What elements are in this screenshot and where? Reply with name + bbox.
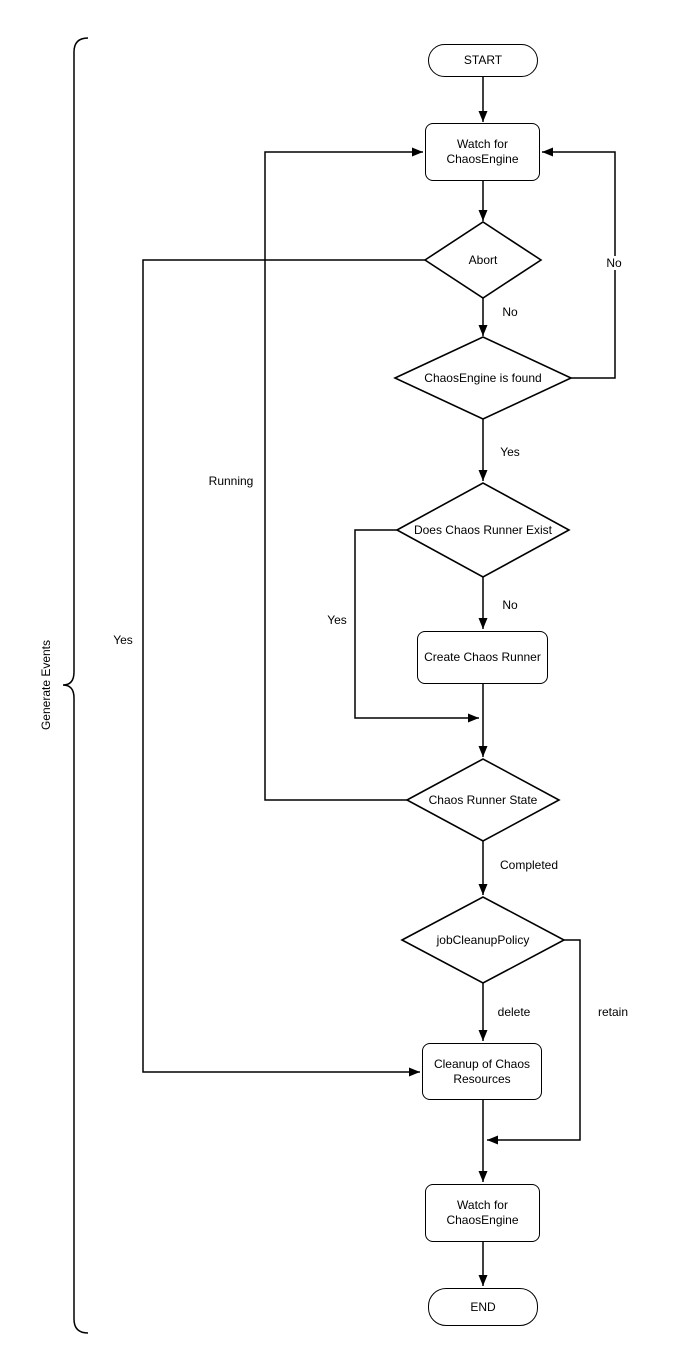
node-watch-bottom-label: Watch for ChaosEngine	[446, 1198, 519, 1227]
node-start-label: START	[463, 53, 503, 67]
node-create-chaos-runner: Create Chaos Runner	[417, 631, 548, 684]
generate-events-label: Generate Events	[39, 639, 53, 731]
node-end: END	[428, 1288, 538, 1326]
node-cleanup-of-chaos-resources: Cleanup of Chaos Resources	[422, 1043, 542, 1100]
edge-label-delete: delete	[495, 1005, 533, 1019]
edge-label-retain: retain	[595, 1005, 631, 1019]
node-cleanup-label: Cleanup of Chaos Resources	[433, 1056, 531, 1086]
edge-label-running: Running	[206, 474, 256, 488]
node-watch-top-label: Watch for ChaosEngine	[446, 137, 519, 166]
edge-label-runner-exist-yes: Yes	[325, 613, 349, 627]
edge-policy-retain-bypass	[487, 939, 581, 1145]
edge-label-completed: Completed	[497, 858, 561, 872]
edge-label-runner-exist-no: No	[500, 598, 520, 612]
edge-runner-exist-yes-merge	[354, 529, 479, 723]
node-end-label: END	[470, 1299, 496, 1314]
edge-abort-yes-to-cleanup	[142, 259, 425, 1077]
node-watch-for-chaosengine-top: Watch for ChaosEngine	[425, 123, 540, 181]
diamond-does-chaos-runner-exist	[395, 482, 571, 578]
edge-label-abort-no: No	[500, 305, 520, 319]
edge-runner-state-running-loop	[264, 147, 423, 801]
node-create-chaos-runner-label: Create Chaos Runner	[424, 650, 541, 664]
edge-label-found-no: No	[604, 256, 624, 270]
generate-events-bracket	[62, 37, 89, 1334]
diamond-chaos-runner-state	[405, 758, 561, 842]
diamond-job-cleanup-policy	[400, 896, 566, 984]
edge-label-found-yes: Yes	[498, 445, 522, 459]
edge-label-abort-yes: Yes	[111, 633, 135, 647]
node-start: START	[428, 44, 538, 77]
diamond-chaosengine-is-found	[393, 336, 573, 420]
node-watch-for-chaosengine-bottom: Watch for ChaosEngine	[425, 1184, 540, 1242]
diamond-abort	[423, 221, 543, 299]
